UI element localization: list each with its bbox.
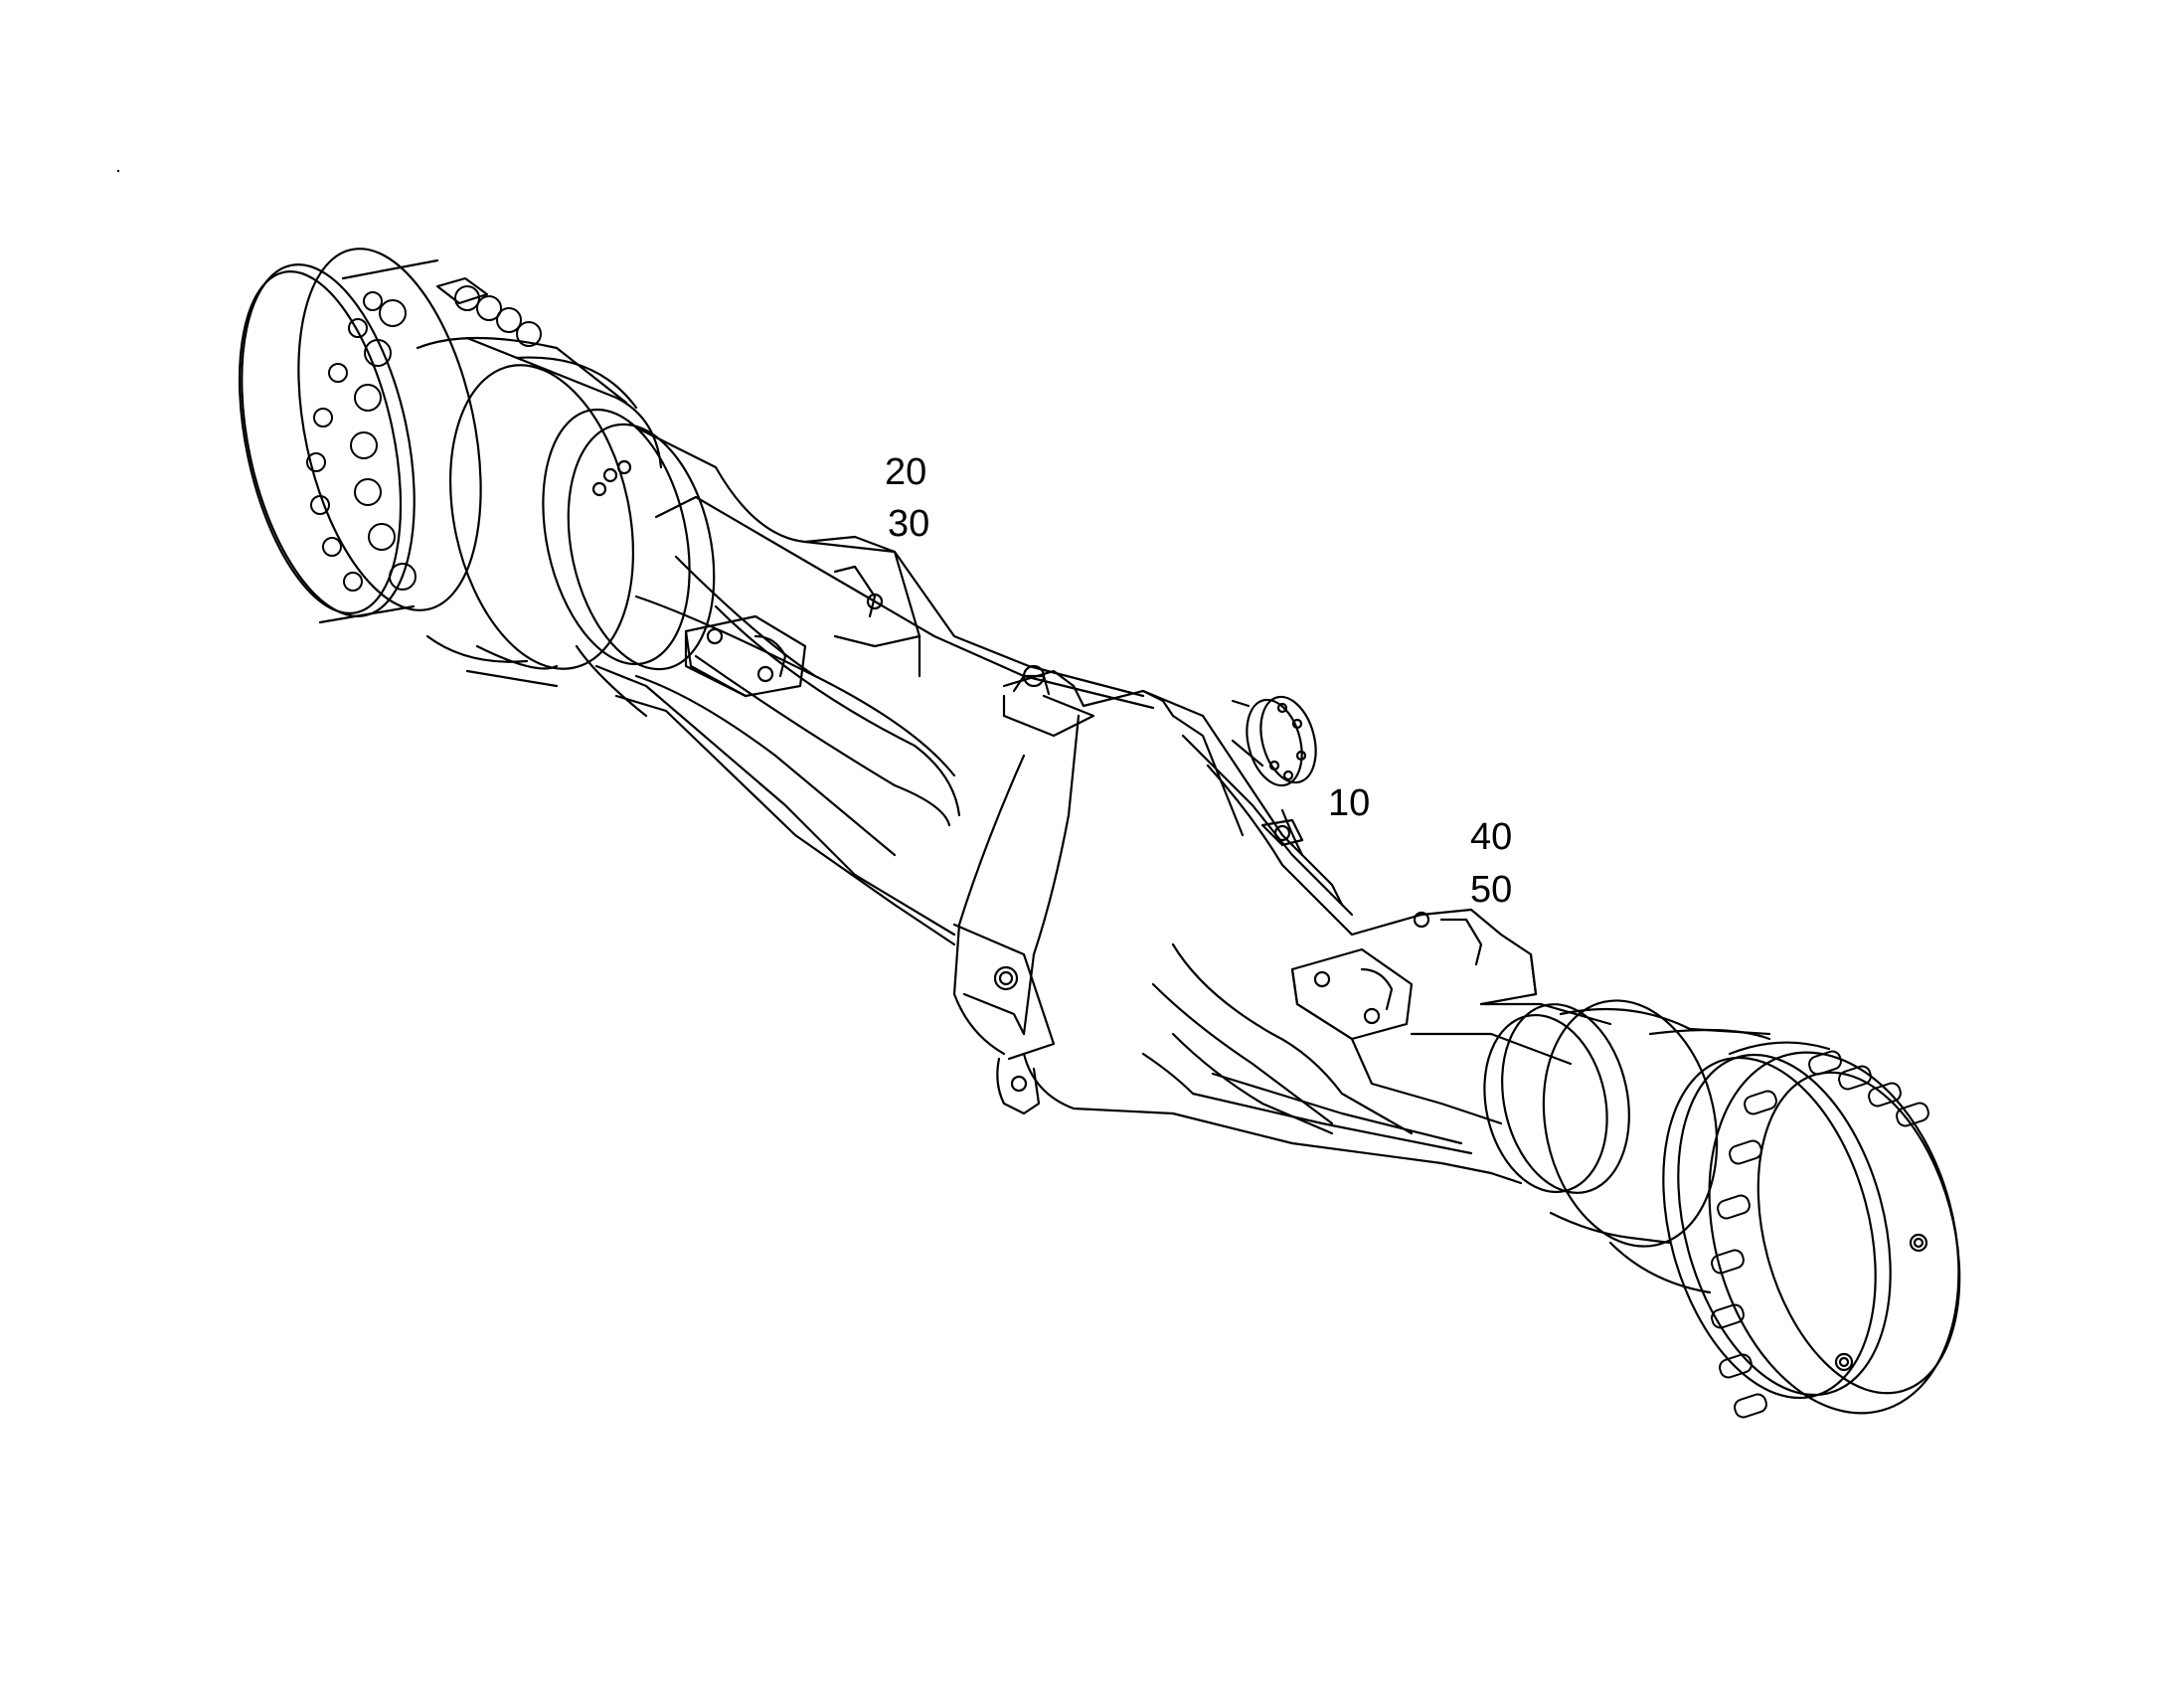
left-hub-bolts xyxy=(306,285,542,592)
right-axle-tube xyxy=(1171,1002,1612,1185)
left-mount-pad xyxy=(684,535,921,698)
right-hub-studs xyxy=(1711,1050,1929,1419)
differential-housing xyxy=(952,664,1414,1135)
callout-30: 30 xyxy=(888,503,930,545)
left-axle-tube xyxy=(575,426,1155,946)
right-wheel-hub xyxy=(1483,999,1961,1419)
callout-40: 40 xyxy=(1470,816,1513,858)
callout-10: 10 xyxy=(1328,782,1371,824)
callout-20: 20 xyxy=(885,451,927,493)
callout-50: 50 xyxy=(1470,869,1513,911)
right-mount-pad xyxy=(1290,908,1538,1041)
left-wheel-hub xyxy=(238,248,716,688)
